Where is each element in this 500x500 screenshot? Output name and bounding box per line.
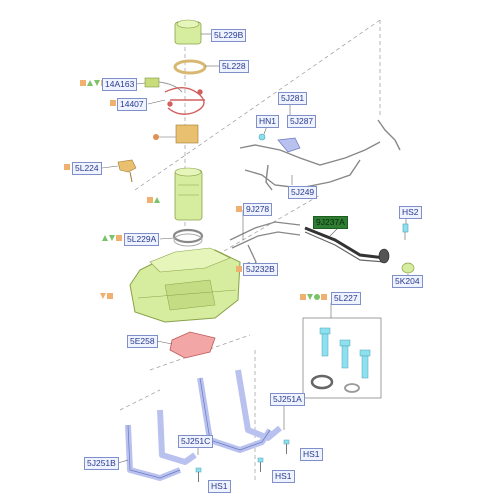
callout-5J251C[interactable]: 5J251C (178, 435, 214, 448)
callout-symbols-5L229A (102, 235, 122, 241)
callout-symbols-14407 (110, 100, 116, 106)
bolt-icon (319, 327, 331, 357)
fuel-line-assembly-part (239, 119, 401, 191)
square-icon (321, 294, 327, 300)
bolt-icon (339, 339, 351, 369)
lock-ring-part (173, 59, 207, 75)
callout-5E258[interactable]: 5E258 (127, 335, 158, 348)
bracket-outline (127, 377, 271, 479)
callout-5J249[interactable]: 5J249 (288, 186, 318, 199)
washer-icon (344, 383, 360, 393)
fuel-tank-part (129, 247, 241, 323)
callout-5L227[interactable]: 5L227 (331, 292, 361, 305)
square-icon (110, 100, 116, 106)
callout-symbols-9J278 (236, 206, 242, 212)
square-icon (300, 294, 306, 300)
square-icon (236, 266, 242, 272)
callout-5J287[interactable]: 5J287 (287, 115, 317, 128)
square-icon (116, 235, 122, 241)
triangle-down-icon (307, 294, 313, 300)
callout-HS1-middle[interactable]: HS1 (272, 470, 295, 483)
callout-HS1-left[interactable]: HS1 (208, 480, 231, 493)
callout-symbols-tank (100, 293, 113, 299)
callout-symbols-5L227 (300, 294, 327, 300)
callout-5J281[interactable]: 5J281 (278, 92, 308, 105)
callout-5J232B[interactable]: 5J232B (243, 263, 278, 276)
small-cap-part (401, 262, 415, 274)
screw-part (257, 457, 264, 472)
pump-canister-part (174, 167, 203, 221)
fuel-cap-part (174, 19, 202, 45)
circle-icon (314, 294, 320, 300)
callout-5L224[interactable]: 5L224 (72, 162, 102, 175)
screw-part (283, 439, 290, 454)
bolt-icon (359, 349, 371, 379)
square-icon (147, 197, 153, 203)
heat-shield-part (169, 331, 216, 359)
screw-part (195, 467, 202, 482)
seal-ring-part (172, 228, 204, 247)
callout-5L228[interactable]: 5L228 (219, 60, 249, 73)
triangle-down-icon (94, 80, 100, 86)
triangle-up-icon (102, 235, 108, 241)
callout-HS1-right[interactable]: HS1 (300, 448, 323, 461)
wiring-harness-part (164, 87, 205, 115)
callout-5J251A[interactable]: 5J251A (270, 393, 305, 406)
clip-part (402, 223, 409, 240)
sender-unit-part (153, 124, 199, 144)
callout-HS2[interactable]: HS2 (399, 206, 422, 219)
callout-9J278[interactable]: 9J278 (243, 203, 273, 216)
triangle-up-icon (154, 197, 160, 203)
square-icon (64, 164, 70, 170)
square-icon (236, 206, 242, 212)
square-icon (80, 80, 86, 86)
callout-9J237A[interactable]: 9J237A (313, 216, 348, 229)
fastener-kit-inset (302, 317, 382, 399)
callout-5J251B[interactable]: 5J251B (84, 457, 119, 470)
callout-14407[interactable]: 14407 (117, 98, 147, 111)
sensor-part (117, 159, 137, 183)
triangle-down-icon (100, 293, 106, 299)
square-icon (107, 293, 113, 299)
callout-14A163[interactable]: 14A163 (102, 78, 138, 91)
washer-icon (310, 374, 334, 390)
filler-pipe-part (304, 226, 390, 264)
callout-symbols-pump (147, 197, 160, 203)
callout-symbols-5L224 (64, 164, 70, 170)
leader-lines (101, 33, 409, 464)
vapor-valve-part (258, 133, 301, 153)
triangle-up-icon (87, 80, 93, 86)
triangle-down-icon (109, 235, 115, 241)
callout-5K204[interactable]: 5K204 (392, 275, 423, 288)
callout-5L229B[interactable]: 5L229B (211, 29, 247, 42)
callout-5L229A[interactable]: 5L229A (124, 233, 160, 246)
callout-symbols-5J232B (236, 266, 242, 272)
tank-strap-brackets-part (125, 369, 282, 481)
callout-HN1[interactable]: HN1 (256, 115, 280, 128)
connector-part (144, 77, 183, 93)
